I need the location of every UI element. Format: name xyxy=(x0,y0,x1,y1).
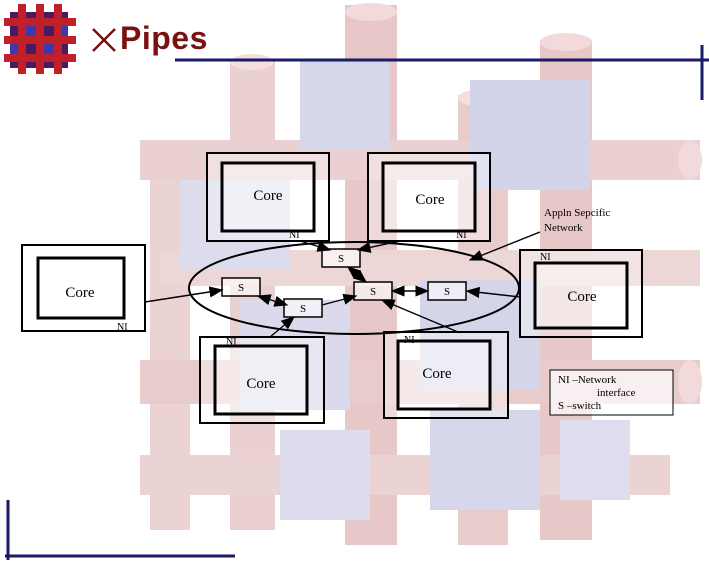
switch-4: S xyxy=(427,281,467,301)
core-label: Core xyxy=(65,285,95,301)
core-block-3: Core NI xyxy=(21,244,146,333)
ni-label: NI xyxy=(540,252,551,263)
connection-lines xyxy=(144,231,541,338)
core-label: Core xyxy=(415,192,445,208)
switch-5: S xyxy=(283,298,323,318)
switch-3: S xyxy=(353,281,393,301)
core-label: Core xyxy=(567,289,597,305)
core-label: Core xyxy=(246,376,276,392)
ni-label: NI xyxy=(456,230,467,241)
svg-text:S: S xyxy=(370,286,376,298)
core-block-4: Core NI xyxy=(519,249,643,338)
legend-line2: interface xyxy=(597,387,636,399)
ni-label: NI xyxy=(289,230,300,241)
svg-text:S: S xyxy=(300,303,306,315)
legend-line3: S –switch xyxy=(558,400,602,412)
core-label: Core xyxy=(253,188,283,204)
slide-frame-lines xyxy=(5,45,709,560)
svg-text:S: S xyxy=(238,282,244,294)
pipes-logo-icon xyxy=(4,4,76,74)
network-annotation-line2: Network xyxy=(544,222,583,234)
ni-label: NI xyxy=(226,337,237,348)
network-annotation-line1: Appln Sepcific xyxy=(544,207,610,219)
core-block-2: Core NI xyxy=(367,152,491,242)
legend-line1: NI –Network xyxy=(558,374,617,386)
switch-1: S xyxy=(321,248,361,268)
core-block-5: Core NI xyxy=(199,336,325,424)
svg-text:S: S xyxy=(338,253,344,265)
ni-label: NI xyxy=(117,322,128,333)
core-label: Core xyxy=(422,366,452,382)
svg-text:S: S xyxy=(444,286,450,298)
switch-2: S xyxy=(221,277,261,297)
network-ellipse xyxy=(188,241,520,335)
close-x-icon xyxy=(92,28,116,52)
ni-label: NI xyxy=(404,335,415,346)
slide-title: Pipes xyxy=(120,20,208,56)
legend-box: NI –Network interface S –switch xyxy=(549,369,674,416)
core-block-6: Core NI xyxy=(383,331,509,419)
core-block-1: Core NI xyxy=(206,152,330,242)
